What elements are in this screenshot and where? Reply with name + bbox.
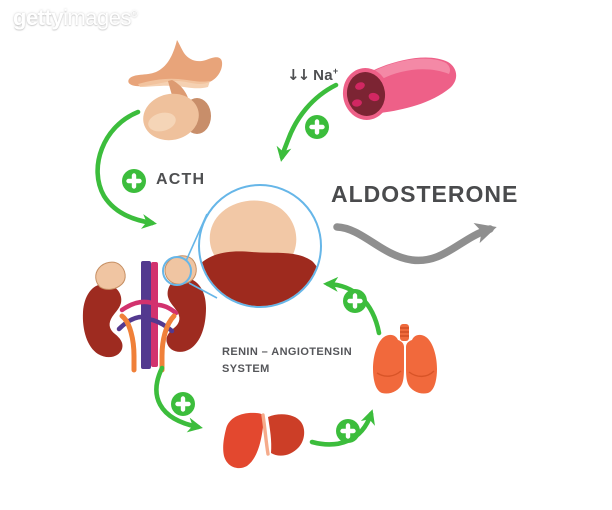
renal-artery-left (119, 299, 155, 313)
arrow-pituitary-to-adrenal (95, 109, 157, 229)
arrow-kidney-to-liver (154, 365, 203, 433)
plus-icon-liver (336, 419, 360, 443)
aorta (151, 262, 158, 367)
left-lung-fissure (376, 370, 402, 377)
left-lung (373, 334, 404, 394)
plus-icon-lungs (343, 289, 367, 313)
right-lung-fissure (408, 370, 435, 378)
renal-artery-right (151, 302, 179, 316)
red-blood-cell (368, 92, 380, 102)
getty-watermark: gettyimages® (13, 5, 138, 31)
renal-vein-right (144, 316, 175, 334)
plus-icons (122, 115, 367, 443)
right-kidney (166, 278, 206, 352)
renin-angiotensin-label: RENIN – ANGIOTENSIN SYSTEM (222, 344, 352, 378)
red-blood-cell (352, 99, 362, 107)
aldosterone-title: ALDOSTERONE (331, 181, 519, 207)
down-arrows-icon: ↓↓ (287, 66, 310, 84)
sodium-symbol: Na (313, 67, 333, 84)
magnifier-small-circle (162, 256, 192, 286)
anterior-lobe-highlight (148, 112, 176, 132)
watermark-registered: ® (130, 8, 138, 19)
left-kidney (82, 284, 123, 358)
plus-icon-kidney (171, 392, 195, 416)
adrenal-cortex (209, 200, 297, 262)
sodium-charge: + (332, 66, 339, 76)
ras-line1: RENIN – ANGIOTENSIN (222, 346, 353, 358)
acth-label: ACTH (156, 171, 206, 188)
aldosterone-output-arrow (333, 222, 497, 265)
left-adrenal-gland (95, 261, 126, 290)
liver-ligament (261, 413, 270, 456)
adrenal-medulla (200, 251, 320, 306)
renal-vein-left (116, 314, 148, 332)
trachea-ridges (400, 327, 409, 337)
pituitary-gland-illustration (128, 40, 223, 141)
liver-right-lobe (268, 414, 305, 456)
low-sodium-label: ↓↓Na+ (287, 66, 338, 84)
ureter-left (119, 313, 137, 373)
ureter-right (159, 313, 177, 373)
liver-illustration (223, 412, 305, 469)
lungs-illustration (373, 324, 437, 394)
right-lung (406, 334, 437, 394)
vessel-highlight (372, 58, 450, 80)
hypothalamus-wings (128, 40, 223, 87)
plus-icon-acth (122, 169, 146, 193)
watermark-getty: getty (13, 5, 64, 30)
plus-icon-sodium (305, 115, 329, 139)
red-blood-cell (355, 82, 365, 90)
ras-line2: SYSTEM (222, 363, 270, 375)
watermark-images: images (63, 5, 131, 30)
blood-vessel-illustration (342, 57, 457, 120)
liver-left-lobe (223, 412, 264, 469)
magnifier-callout (162, 213, 218, 299)
arrow-vessel-to-adrenal (276, 82, 339, 162)
